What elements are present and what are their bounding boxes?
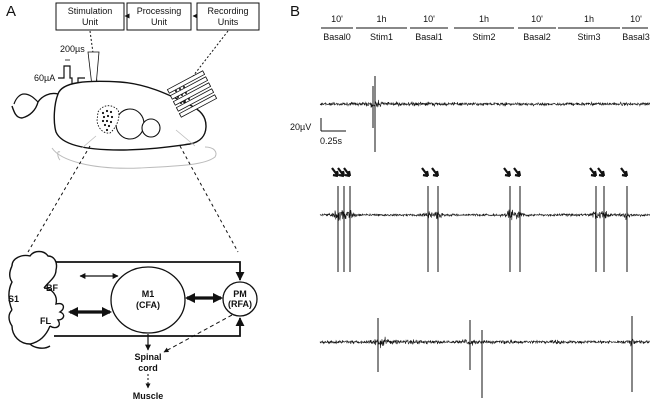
panel-a-label: A	[6, 3, 16, 20]
zoom-line-left	[27, 145, 91, 253]
timeline-duration-4: 10'	[531, 14, 543, 24]
scale-time: 0.25s	[320, 136, 343, 146]
stimulation-unit-box: Stimulation Unit	[55, 2, 125, 31]
recording-units-line2: Units	[218, 17, 239, 27]
arrow-s1-to-pm-bottom	[54, 317, 245, 337]
stim-arrow-5	[503, 167, 512, 178]
muscle-label: Muscle	[133, 391, 164, 401]
stim-arrow-9	[620, 167, 629, 178]
processing-unit-line2: Unit	[151, 17, 168, 27]
timeline-phase-3: Stim2	[472, 32, 495, 42]
m1-label: M1	[142, 289, 155, 299]
stim-arrow-2	[343, 167, 352, 178]
stim-arrow-0	[331, 167, 340, 178]
stim-arrow-4	[431, 167, 440, 178]
processing-unit-box: Processing Unit	[126, 2, 192, 31]
pulse-width-label: 200µs	[60, 44, 85, 54]
stimulation-unit-line2: Unit	[82, 17, 99, 27]
pm-sublabel: (RFA)	[228, 299, 252, 309]
stim-arrow-7	[589, 167, 598, 178]
rat-brain	[11, 70, 218, 169]
panel-b-label: B	[290, 3, 300, 20]
stim-arrow-8	[597, 167, 606, 178]
recording-units-box: Recording Units	[196, 2, 260, 31]
timeline-duration-5: 1h	[584, 14, 594, 24]
s1-body-map	[8, 250, 65, 349]
stim-arrow-3	[421, 167, 430, 178]
timeline-duration-3: 1h	[479, 14, 489, 24]
timeline-phase-6: Basal3	[622, 32, 650, 42]
trace-post-stim	[319, 336, 650, 349]
timeline-phase-2: Basal1	[415, 32, 443, 42]
m1-sublabel: (CFA)	[136, 300, 160, 310]
timeline-duration-6: 10'	[630, 14, 642, 24]
arrow-s1-to-pm-top	[56, 261, 245, 281]
scale-bar: 20µV 0.25s	[290, 118, 346, 146]
timeline-duration-0: 10'	[331, 14, 343, 24]
processing-unit-line1: Processing	[137, 6, 182, 16]
pulse-amplitude-label: 60µA	[34, 73, 55, 83]
pm-label: PM	[233, 289, 247, 299]
trace-basal	[319, 99, 650, 108]
cord-label: cord	[138, 363, 158, 373]
recording-link-line	[189, 30, 229, 81]
spinal-label: Spinal	[134, 352, 161, 362]
arrow-pm-spinal	[163, 314, 233, 353]
timeline-phase-0: Basal0	[323, 32, 351, 42]
zoom-line-right	[179, 145, 239, 253]
trace-stimulation	[319, 209, 650, 221]
timeline-duration-2: 10'	[423, 14, 435, 24]
stimulation-unit-line1: Stimulation	[68, 6, 113, 16]
bf-label: BF	[46, 283, 58, 293]
timeline-duration-1: 1h	[376, 14, 386, 24]
scale-voltage: 20µV	[290, 122, 311, 132]
stim-arrow-1	[337, 167, 346, 178]
neural-traces	[319, 76, 650, 398]
stim-arrow-6	[513, 167, 522, 178]
timeline-phase-5: Stim3	[577, 32, 600, 42]
s1-label: S1	[8, 294, 19, 304]
timeline-phase-4: Basal2	[523, 32, 551, 42]
fl-label: FL	[40, 316, 51, 326]
timeline-phase-1: Stim1	[370, 32, 393, 42]
recording-units-line1: Recording	[207, 6, 248, 16]
